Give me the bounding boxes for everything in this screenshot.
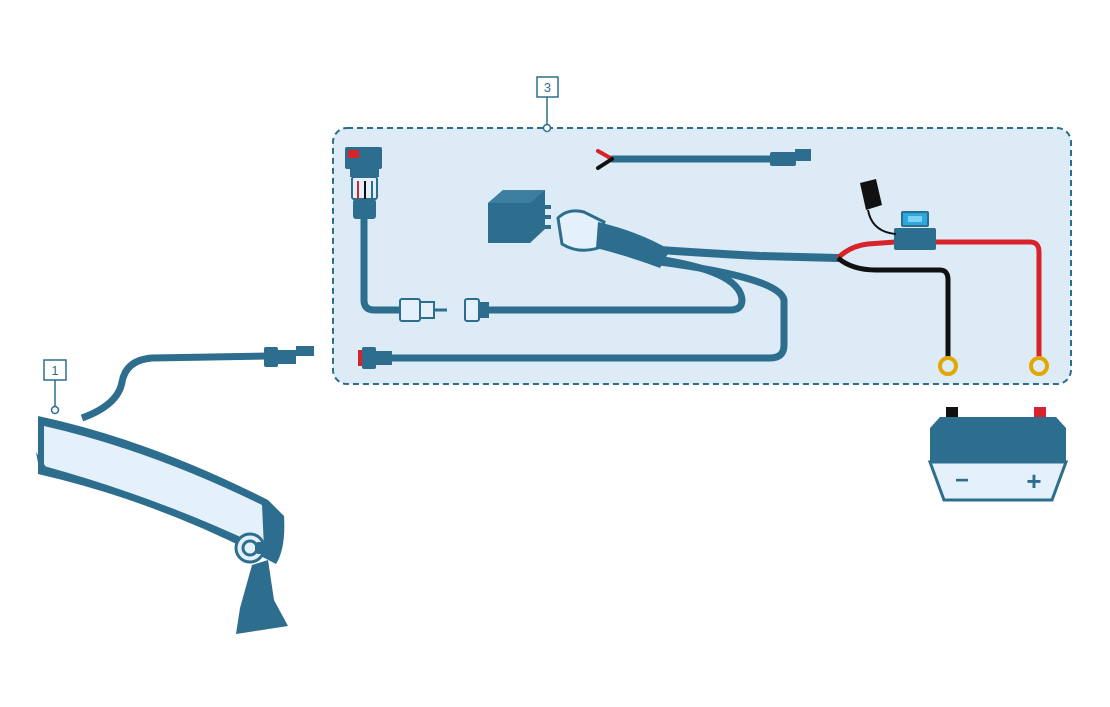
black-wire-to-ground xyxy=(836,256,951,358)
battery-positive-label: + xyxy=(1026,466,1041,496)
fuse-cap-icon xyxy=(860,179,897,235)
connector-plug-icon xyxy=(399,298,489,322)
wiring-harness-icon xyxy=(392,209,842,362)
harness-connector xyxy=(358,347,392,369)
light-bar-cable xyxy=(80,346,314,422)
relay-icon xyxy=(488,190,551,243)
inline-fuse-icon xyxy=(894,211,936,250)
y-splitter-cable-icon xyxy=(596,149,811,170)
battery-icon: − + xyxy=(927,407,1069,502)
battery-negative-label: − xyxy=(955,467,969,494)
callout-3: 3 xyxy=(536,76,559,133)
callout-3-label: 3 xyxy=(544,80,551,95)
switch-wire xyxy=(360,218,402,314)
callout-1: 1 xyxy=(43,359,67,415)
red-wire-to-battery xyxy=(934,239,1042,358)
callout-1-label: 1 xyxy=(51,363,58,378)
ring-terminal-icon xyxy=(1029,356,1049,376)
ring-terminal-icon xyxy=(938,356,958,376)
light-bar-icon xyxy=(36,416,288,634)
red-wire-to-fuse xyxy=(836,239,896,260)
rocker-switch-icon xyxy=(345,147,382,219)
